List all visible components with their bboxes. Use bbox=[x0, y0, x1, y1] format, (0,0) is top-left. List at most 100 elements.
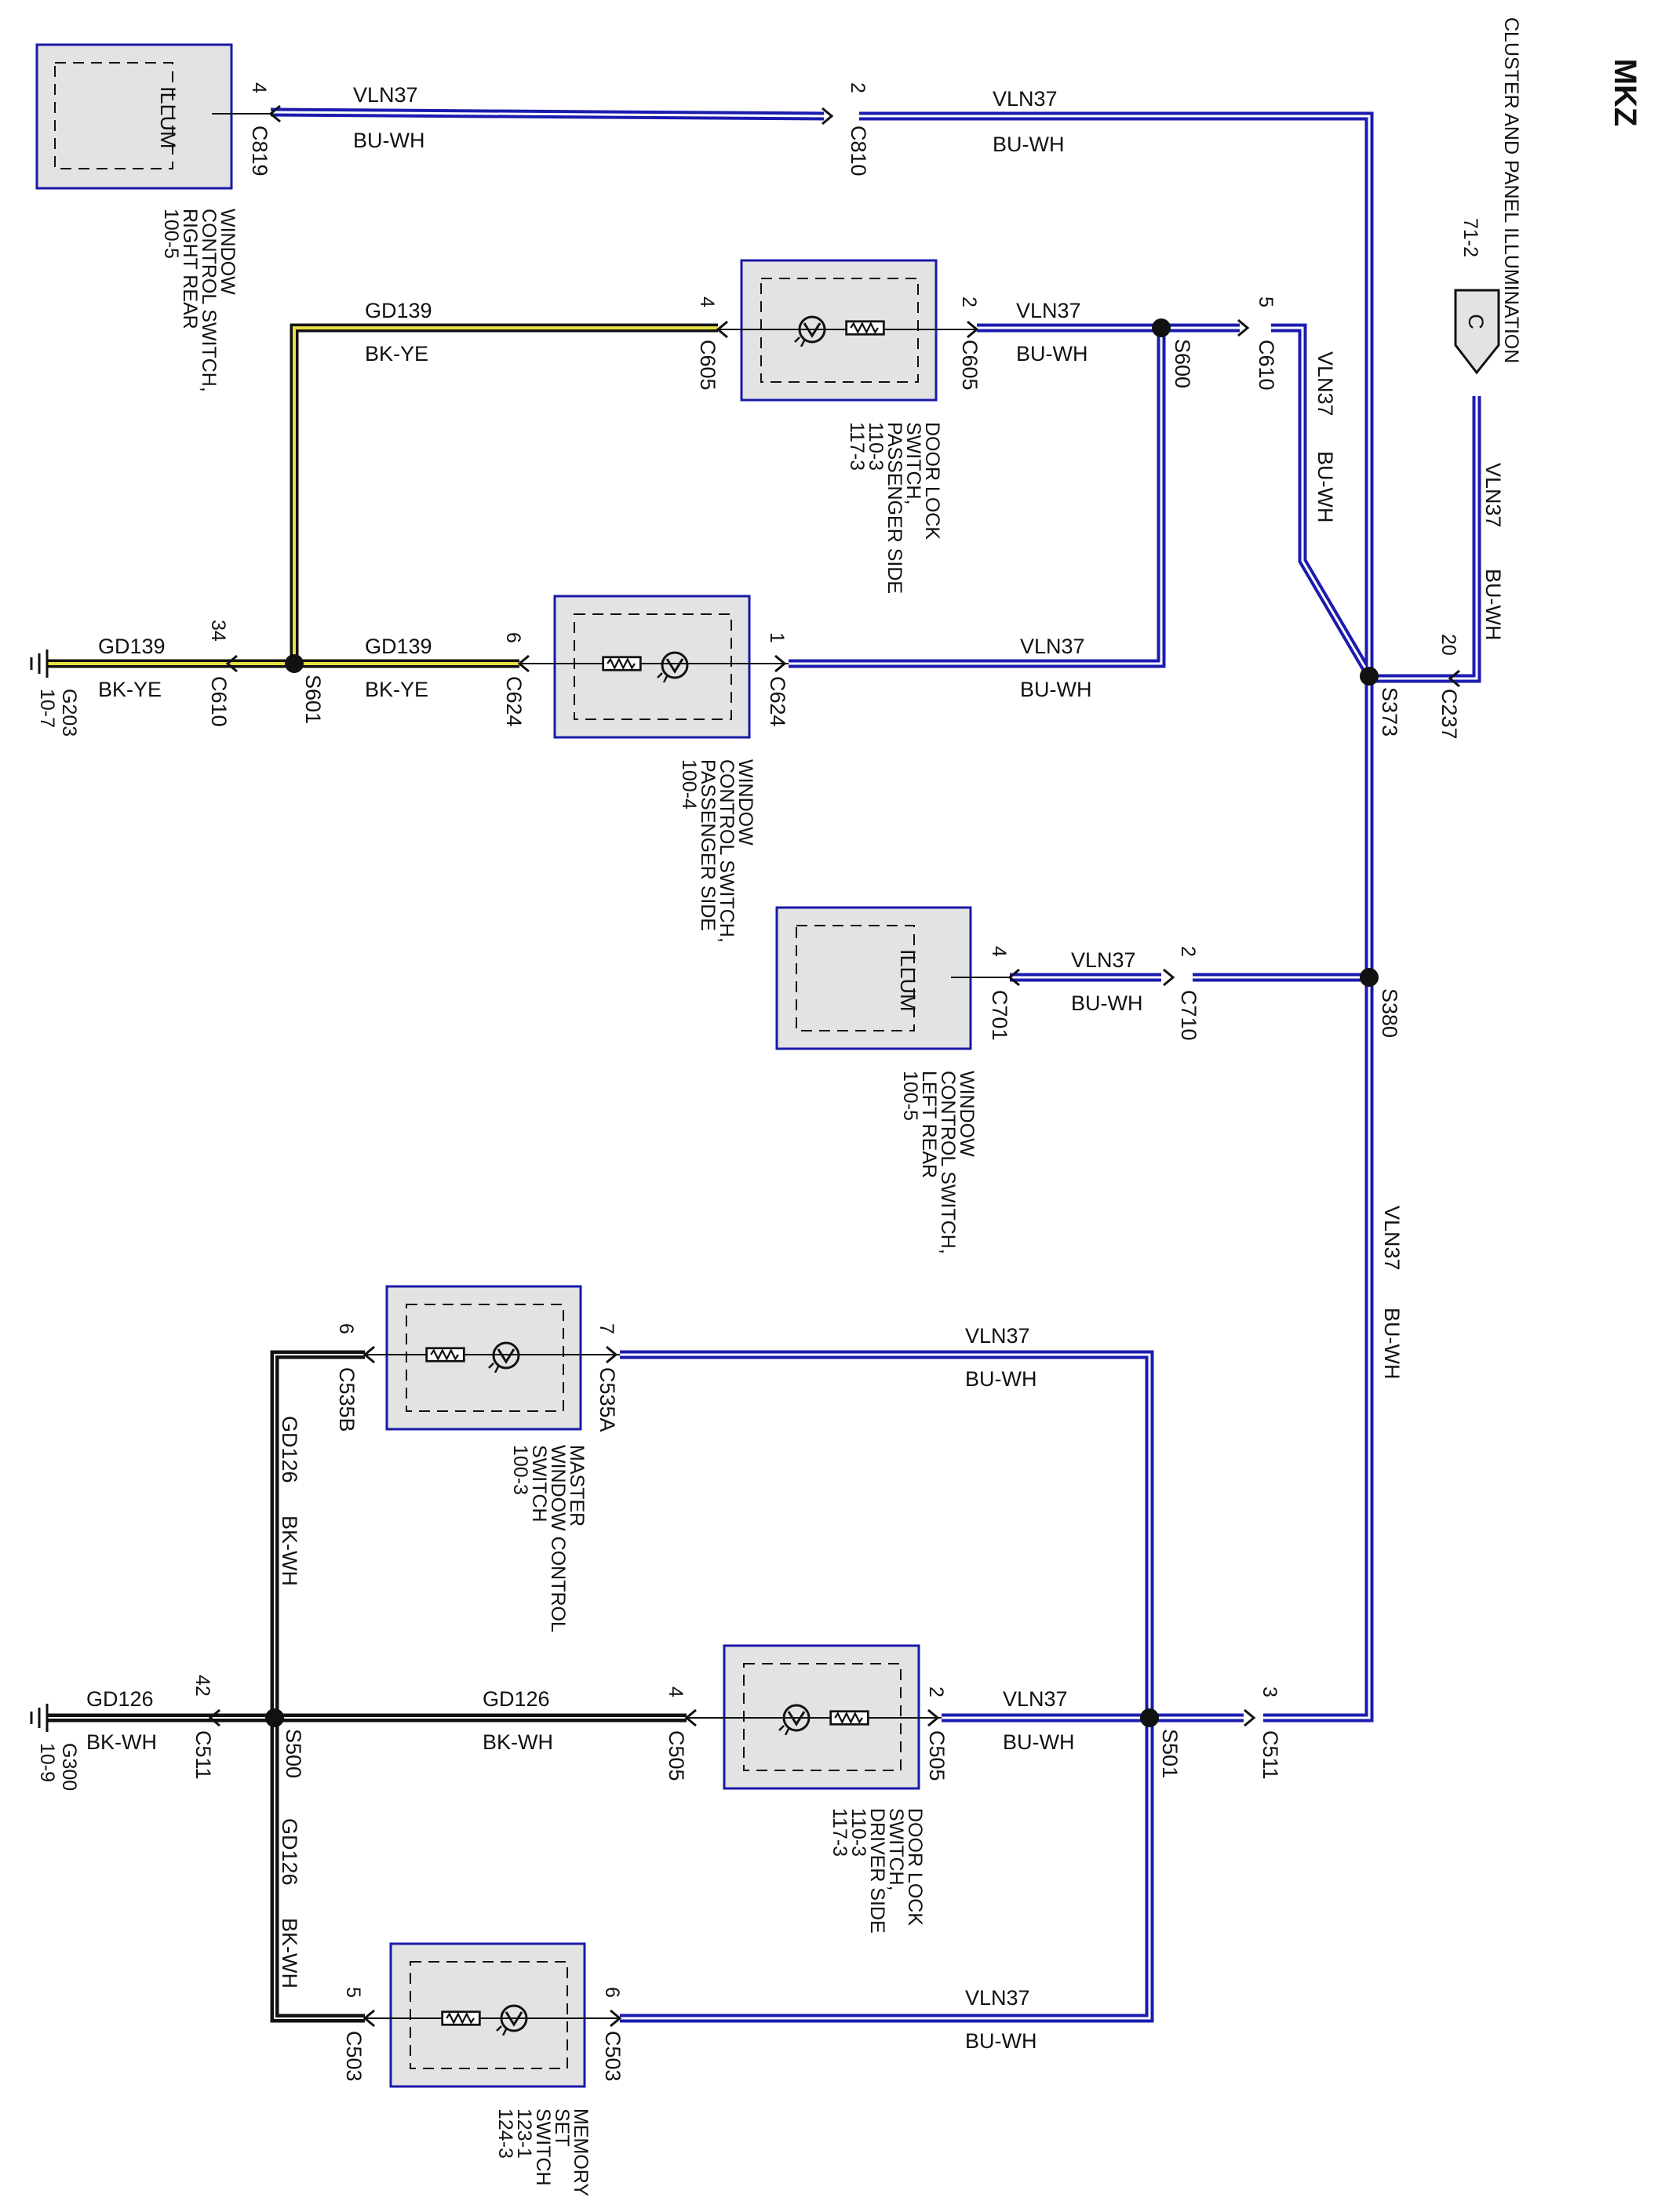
connector-name: C610 bbox=[1255, 340, 1278, 391]
svg-text:RIGHT REAR: RIGHT REAR bbox=[179, 209, 201, 329]
connector-arrow-icon bbox=[208, 1708, 220, 1727]
connector-name: C701 bbox=[988, 990, 1011, 1041]
svg-text:WINDOW CONTROL: WINDOW CONTROL bbox=[547, 1445, 569, 1632]
wire-circuit: VLN37 bbox=[353, 83, 418, 107]
resistor-icon bbox=[425, 1347, 465, 1362]
connector-arrow-icon bbox=[716, 320, 728, 339]
splice-label: S601 bbox=[301, 675, 325, 724]
wire-circuit: VLN37 bbox=[1481, 463, 1505, 528]
wire-circuit: GD126 bbox=[278, 1416, 301, 1483]
svg-text:123-1: 123-1 bbox=[513, 2108, 535, 2159]
connector-pin: 2 bbox=[1177, 946, 1199, 957]
resistor-icon bbox=[602, 656, 642, 671]
wire-color: BU-WH bbox=[353, 129, 424, 152]
connector-arrow-icon bbox=[225, 654, 238, 673]
svg-text:WINDOW: WINDOW bbox=[734, 759, 756, 846]
connector-pin: 5 bbox=[342, 1987, 364, 1998]
connector-pin: 2 bbox=[847, 82, 869, 93]
wire-circuit: VLN37 bbox=[1071, 948, 1136, 972]
connector-name: C511 bbox=[191, 1730, 215, 1780]
component-caption: WINDOW CONTROL SWITCH, PASSENGER SIDE 10… bbox=[678, 759, 756, 943]
connector-name: C810 bbox=[847, 126, 870, 176]
connector-name: C505 bbox=[665, 1730, 688, 1781]
ground-ref: 10-7 bbox=[36, 689, 58, 728]
connector-name: C605 bbox=[958, 340, 982, 391]
connector-pin: 6 bbox=[335, 1323, 357, 1334]
wire-color: BU-WH bbox=[1071, 991, 1142, 1015]
wire-color: BK-YE bbox=[365, 342, 428, 366]
svg-text:PASSENGER SIDE: PASSENGER SIDE bbox=[883, 422, 905, 594]
connector-arrow-icon bbox=[1237, 318, 1250, 337]
connector-pin: 5 bbox=[1255, 297, 1277, 307]
connector-pin: 4 bbox=[665, 1686, 687, 1697]
wire-circuit: VLN37 bbox=[965, 1324, 1030, 1348]
connector-arrow-icon bbox=[606, 1345, 618, 1364]
svg-text:CONTROL SWITCH,: CONTROL SWITCH, bbox=[716, 759, 738, 943]
wire-circuit: VLN37 bbox=[993, 87, 1058, 111]
wire-color: BK-WH bbox=[483, 1730, 553, 1754]
wire-circuit: GD139 bbox=[365, 299, 432, 322]
connector-arrow-icon bbox=[362, 1345, 375, 1364]
connector-pin: 20 bbox=[1437, 634, 1459, 656]
connector-arrow-icon bbox=[927, 1708, 940, 1727]
svg-text:PASSENGER SIDE: PASSENGER SIDE bbox=[697, 759, 719, 931]
component-caption: DOOR LOCK SWITCH, PASSENGER SIDE 110-3 1… bbox=[846, 422, 943, 594]
wire-color: BU-WH bbox=[965, 1367, 1036, 1391]
wire-color: BK-WH bbox=[86, 1730, 157, 1754]
connector-pin: 4 bbox=[248, 82, 270, 93]
wire-s380-c511 bbox=[1263, 977, 1374, 1723]
svg-text:SWITCH: SWITCH bbox=[528, 1445, 550, 1523]
ground-name: G300 bbox=[58, 1743, 80, 1791]
connector-arrow-icon bbox=[610, 2009, 622, 2028]
svg-text:WINDOW: WINDOW bbox=[217, 209, 239, 295]
source-connector: C 71-2 bbox=[1454, 218, 1500, 375]
wire-circuit: GD126 bbox=[483, 1687, 550, 1711]
wire-label-layer: VLN37BU-WHVLN37BU-WHGD139BK-YEVLN37BU-WH… bbox=[86, 83, 1505, 2053]
splice-node bbox=[1360, 667, 1379, 686]
wire-color: BU-WH bbox=[1380, 1308, 1404, 1379]
connector-arrow-icon bbox=[1244, 1708, 1256, 1727]
wire-color: BK-WH bbox=[278, 1515, 301, 1586]
wire-circuit: GD139 bbox=[98, 635, 166, 658]
splice-label: S500 bbox=[282, 1729, 305, 1778]
component-window-control-switch-left-rear: ILLUM WINDOW CONTROL SWITCH, LEFT REAR 1… bbox=[775, 906, 1010, 1254]
wire-circuit: VLN37 bbox=[1020, 635, 1085, 658]
ground-ref: 10-9 bbox=[36, 1743, 58, 1782]
component-memory-set-switch: MEMORY SET SWITCH 123-1 124-3 bbox=[365, 1942, 620, 2196]
connector-arrow-icon bbox=[362, 2009, 375, 2028]
connector-arrow-icon bbox=[822, 107, 834, 126]
component-master-window-control-switch: MASTER WINDOW CONTROL SWITCH 100-3 bbox=[365, 1285, 620, 1632]
component-inner-label: ILLUM bbox=[896, 949, 920, 1012]
component-caption: WINDOW CONTROL SWITCH, LEFT REAR 100-5 bbox=[899, 1071, 978, 1254]
connector-name: C535B bbox=[335, 1367, 359, 1432]
wire-circuit: GD126 bbox=[86, 1687, 154, 1711]
connector-name: C511 bbox=[1259, 1730, 1282, 1780]
connector-pin: 6 bbox=[502, 632, 524, 643]
wire-color: BK-WH bbox=[278, 1918, 301, 1988]
connector-pin: 2 bbox=[958, 297, 980, 307]
connector-pin: 4 bbox=[696, 297, 718, 307]
wire-color: BU-WH bbox=[1481, 569, 1505, 640]
wire-color: BU-WH bbox=[993, 133, 1064, 156]
svg-text:SET: SET bbox=[551, 2108, 573, 2147]
